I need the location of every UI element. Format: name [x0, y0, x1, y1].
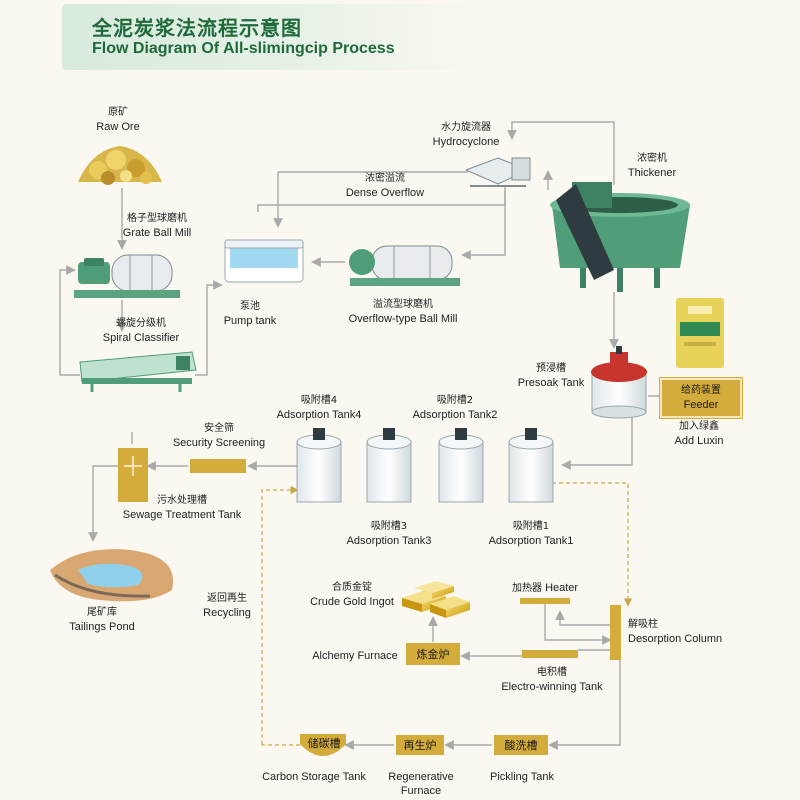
alchemy-furnace-box: 炼金炉 — [406, 643, 460, 665]
thickener-illustration — [550, 182, 690, 292]
security-screening-shape — [190, 459, 246, 473]
adsorption-tank-1-shape — [508, 428, 554, 503]
loop-tanks-to-desorption — [545, 482, 633, 607]
adsorption-tank-4-shape — [296, 428, 342, 503]
pickling-tank-box: 酸洗槽 — [494, 735, 548, 755]
loop-recycle-line — [261, 485, 299, 745]
flow-desorption-down — [548, 660, 621, 750]
carbon-storage-box: 储碳槽 — [307, 737, 341, 750]
process-lines — [344, 602, 621, 750]
electro-winning-shape — [522, 650, 578, 658]
tailings-pond-illustration — [50, 549, 174, 602]
grate-ball-mill-illustration — [74, 254, 180, 298]
flow-presoak-to-tank1 — [561, 412, 633, 470]
raw-ore-illustration — [78, 146, 162, 185]
overflow-ball-mill-illustration — [349, 245, 460, 286]
flow-classifier-to-pump — [195, 280, 223, 376]
regenerative-furnace-box: 再生炉 — [396, 735, 444, 755]
flow-heater-to-desorption — [544, 602, 612, 645]
flow-lines — [59, 121, 660, 542]
presoak-tank-illustration — [591, 346, 647, 419]
flow-dense-overflow — [273, 171, 468, 228]
flow-thickener-to-hydro — [507, 121, 615, 185]
heater-shape — [520, 598, 570, 604]
label-carbon-storage-tank: Carbon Storage Tank — [262, 771, 366, 783]
page-title-en: Flow Diagram Of All-slimingcip Process — [92, 40, 395, 57]
gold-ingots-illustration — [402, 581, 470, 618]
label-alchemy-furnace: Alchemy Furnace — [312, 650, 398, 662]
luxin-bag-illustration — [676, 298, 724, 368]
label-pickling-tank: Pickling Tank — [490, 771, 554, 783]
desorption-column-shape — [610, 605, 621, 660]
pump-tank-illustration — [224, 239, 304, 283]
flow-hydro-to-ballmill — [461, 190, 506, 260]
sewage-tank-shape — [118, 448, 148, 502]
page-title-cn: 全泥炭浆法流程示意图 — [92, 16, 302, 40]
adsorption-tank-3-shape — [366, 428, 412, 503]
hydrocyclone-illustration — [464, 157, 531, 187]
carbon-storage-shape — [300, 734, 346, 756]
title-banner — [62, 4, 482, 70]
flow-desorption-to-heater — [555, 610, 610, 626]
adsorption-tank-2-shape — [438, 428, 484, 503]
label-heater: 加热器 Heater — [512, 582, 579, 594]
adsorption-tanks-illustration — [296, 428, 554, 503]
flow-sewage-to-tailings — [88, 465, 118, 542]
carbon-loop — [261, 482, 633, 746]
spiral-classifier-illustration — [79, 351, 197, 392]
flow-classifier-return — [59, 265, 80, 376]
